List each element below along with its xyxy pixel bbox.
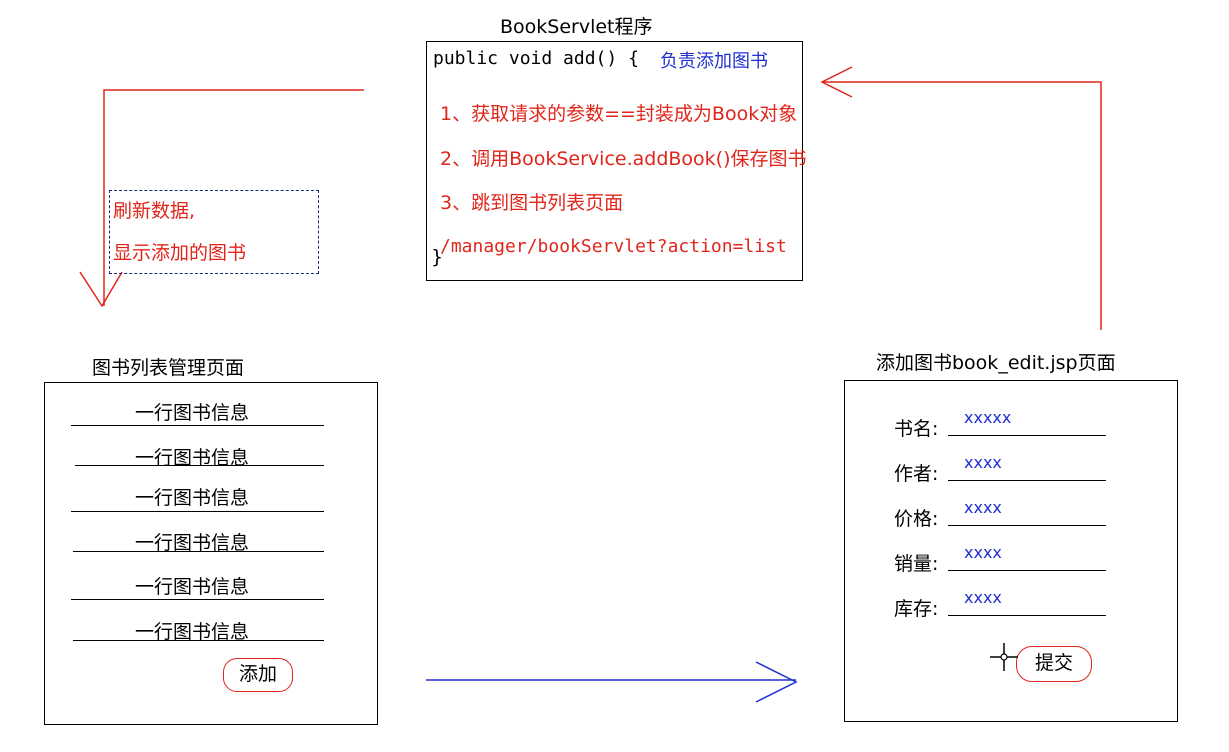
servlet-step-1: 1、获取请求的参数==封装成为Book对象 (440, 103, 798, 125)
edit-page-box (844, 380, 1178, 722)
field-underline (948, 525, 1106, 526)
field-value-stock[interactable]: xxxx (964, 588, 1002, 607)
list-row-divider (75, 465, 324, 466)
list-row-4: 一行图书信息 (135, 532, 250, 554)
list-row-5: 一行图书信息 (135, 576, 250, 598)
list-row-divider (73, 640, 324, 641)
field-value-author[interactable]: xxxx (964, 453, 1002, 472)
submit-button[interactable]: 提交 (1016, 646, 1092, 682)
servlet-signature: public void add() { (433, 48, 639, 69)
list-row-divider (71, 425, 324, 426)
servlet-step-2: 2、调用BookService.addBook()保存图书 (440, 148, 807, 170)
servlet-redirect-url: /manager/bookServlet?action=list (440, 236, 787, 257)
field-value-name[interactable]: xxxxx (964, 408, 1012, 427)
arrowhead-servlet-to-list (79, 271, 123, 308)
field-underline (948, 480, 1106, 481)
refresh-note-line-1: 刷新数据, (113, 200, 196, 222)
list-page-title: 图书列表管理页面 (92, 357, 245, 379)
field-label-author: 作者: (894, 463, 939, 485)
servlet-step-3: 3、跳到图书列表页面 (440, 192, 624, 214)
field-label-name: 书名: (894, 418, 939, 440)
list-row-divider (71, 511, 324, 512)
arrowhead-edit-to-servlet (820, 66, 853, 98)
edit-page-title: 添加图书book_edit.jsp页面 (876, 352, 1116, 374)
field-value-sales[interactable]: xxxx (964, 543, 1002, 562)
list-row-1: 一行图书信息 (135, 402, 250, 424)
refresh-note-line-2: 显示添加的图书 (113, 242, 247, 264)
field-underline (948, 615, 1106, 616)
field-underline (948, 435, 1106, 436)
field-label-price: 价格: (894, 508, 939, 530)
arrowhead-list-to-edit (755, 661, 798, 703)
field-underline (948, 570, 1106, 571)
servlet-title: BookServlet程序 (500, 16, 653, 38)
add-button[interactable]: 添加 (223, 658, 293, 692)
arrow-servlet-to-list (103, 89, 364, 306)
crosshair-cursor-icon (990, 643, 1018, 671)
servlet-signature-comment: 负责添加图书 (660, 51, 768, 72)
list-row-divider (71, 599, 324, 600)
field-label-sales: 销量: (894, 553, 939, 575)
field-value-price[interactable]: xxxx (964, 498, 1002, 517)
field-label-stock: 库存: (894, 598, 939, 620)
list-row-2: 一行图书信息 (135, 447, 250, 469)
list-row-divider (73, 551, 324, 552)
list-row-3: 一行图书信息 (135, 487, 250, 509)
servlet-closing-brace: } (431, 246, 444, 268)
list-page-box (44, 382, 378, 725)
list-row-6: 一行图书信息 (135, 621, 250, 643)
servlet-box (426, 41, 803, 281)
refresh-note-box (109, 190, 319, 274)
arrow-edit-to-servlet (822, 81, 1102, 330)
